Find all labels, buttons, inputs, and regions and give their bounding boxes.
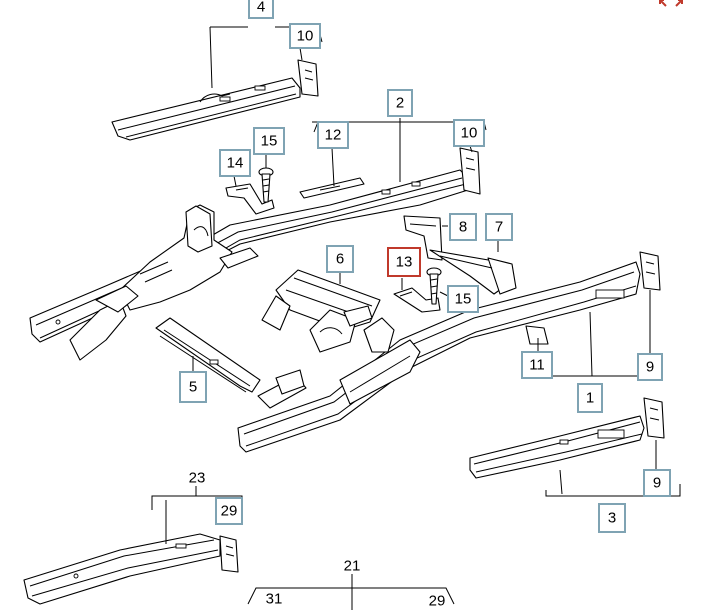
callout-11[interactable]: 11 xyxy=(521,351,553,379)
part-11-bracket[interactable] xyxy=(525,325,549,345)
part-6-crossmember[interactable] xyxy=(261,269,381,353)
svg-text:1: 1 xyxy=(586,390,594,407)
callout-9-mid[interactable]: 9 xyxy=(637,353,663,381)
svg-text:9: 9 xyxy=(646,359,654,376)
callout-9-bottom[interactable]: 9 xyxy=(643,469,671,497)
part-10-end-plate-mid[interactable] xyxy=(459,147,481,195)
expand-arrows-icon[interactable] xyxy=(658,0,684,10)
callout-12[interactable]: 12 xyxy=(317,121,349,149)
svg-text:12: 12 xyxy=(325,127,342,144)
part-10-end-plate-top[interactable] xyxy=(297,59,319,97)
callout-8[interactable]: 8 xyxy=(449,213,477,241)
svg-text:15: 15 xyxy=(455,291,472,308)
part-13-bracket[interactable] xyxy=(393,287,441,313)
svg-text:11: 11 xyxy=(529,357,545,374)
svg-text:5: 5 xyxy=(189,379,197,396)
svg-text:3: 3 xyxy=(608,510,616,527)
svg-text:6: 6 xyxy=(336,251,344,268)
callout-10-mid[interactable]: 10 xyxy=(453,119,485,147)
part-9-end-plate-bottom[interactable] xyxy=(643,397,665,439)
callout-15-upper[interactable]: 15 xyxy=(253,127,285,155)
callout-5[interactable]: 5 xyxy=(179,371,207,403)
part-4-side-member-section[interactable] xyxy=(111,77,301,141)
svg-text:29: 29 xyxy=(221,503,238,520)
callout-4[interactable]: 4 xyxy=(248,0,274,19)
part-23-side-member-section[interactable] xyxy=(23,533,221,605)
part-5-rail[interactable] xyxy=(155,317,261,393)
callout-7[interactable]: 7 xyxy=(485,213,513,241)
part-8-bracket[interactable] xyxy=(403,215,443,261)
callout-14[interactable]: 14 xyxy=(219,149,251,177)
svg-text:9: 9 xyxy=(653,475,661,492)
part-1-right-side-member[interactable] xyxy=(237,261,641,453)
part-12-bracket[interactable] xyxy=(299,177,365,199)
svg-text:15: 15 xyxy=(261,133,278,150)
label-31[interactable]: 31 xyxy=(266,591,283,608)
callout-2[interactable]: 2 xyxy=(387,89,413,117)
label-21[interactable]: 21 xyxy=(344,558,361,575)
callout-29-left[interactable]: 29 xyxy=(215,497,243,525)
label-29[interactable]: 29 xyxy=(429,593,446,610)
svg-text:2: 2 xyxy=(396,95,404,112)
front-frame-structure[interactable] xyxy=(69,204,259,361)
callout-13[interactable]: 13 xyxy=(387,247,421,277)
callout-3[interactable]: 3 xyxy=(598,503,626,533)
part-29-end-plate-left[interactable] xyxy=(219,535,239,573)
label-23[interactable]: 23 xyxy=(189,470,206,487)
svg-text:10: 10 xyxy=(297,28,314,45)
part-14-bracket[interactable] xyxy=(225,183,275,215)
part-9-end-plate-mid[interactable] xyxy=(639,251,661,291)
svg-text:13: 13 xyxy=(396,254,413,271)
svg-text:10: 10 xyxy=(461,125,478,142)
callout-10-top[interactable]: 10 xyxy=(289,23,321,49)
callout-1[interactable]: 1 xyxy=(577,383,603,413)
part-15-bolt-upper[interactable] xyxy=(258,167,274,203)
svg-text:14: 14 xyxy=(227,155,244,172)
svg-text:8: 8 xyxy=(459,219,467,236)
callout-15-lower[interactable]: 15 xyxy=(447,285,479,313)
part-3-side-member-section[interactable] xyxy=(469,415,645,479)
callout-6[interactable]: 6 xyxy=(326,245,354,273)
part-15-bolt-lower[interactable] xyxy=(426,267,442,305)
part-7-bracket[interactable] xyxy=(429,249,517,295)
svg-text:4: 4 xyxy=(257,0,265,16)
svg-text:7: 7 xyxy=(495,219,503,236)
